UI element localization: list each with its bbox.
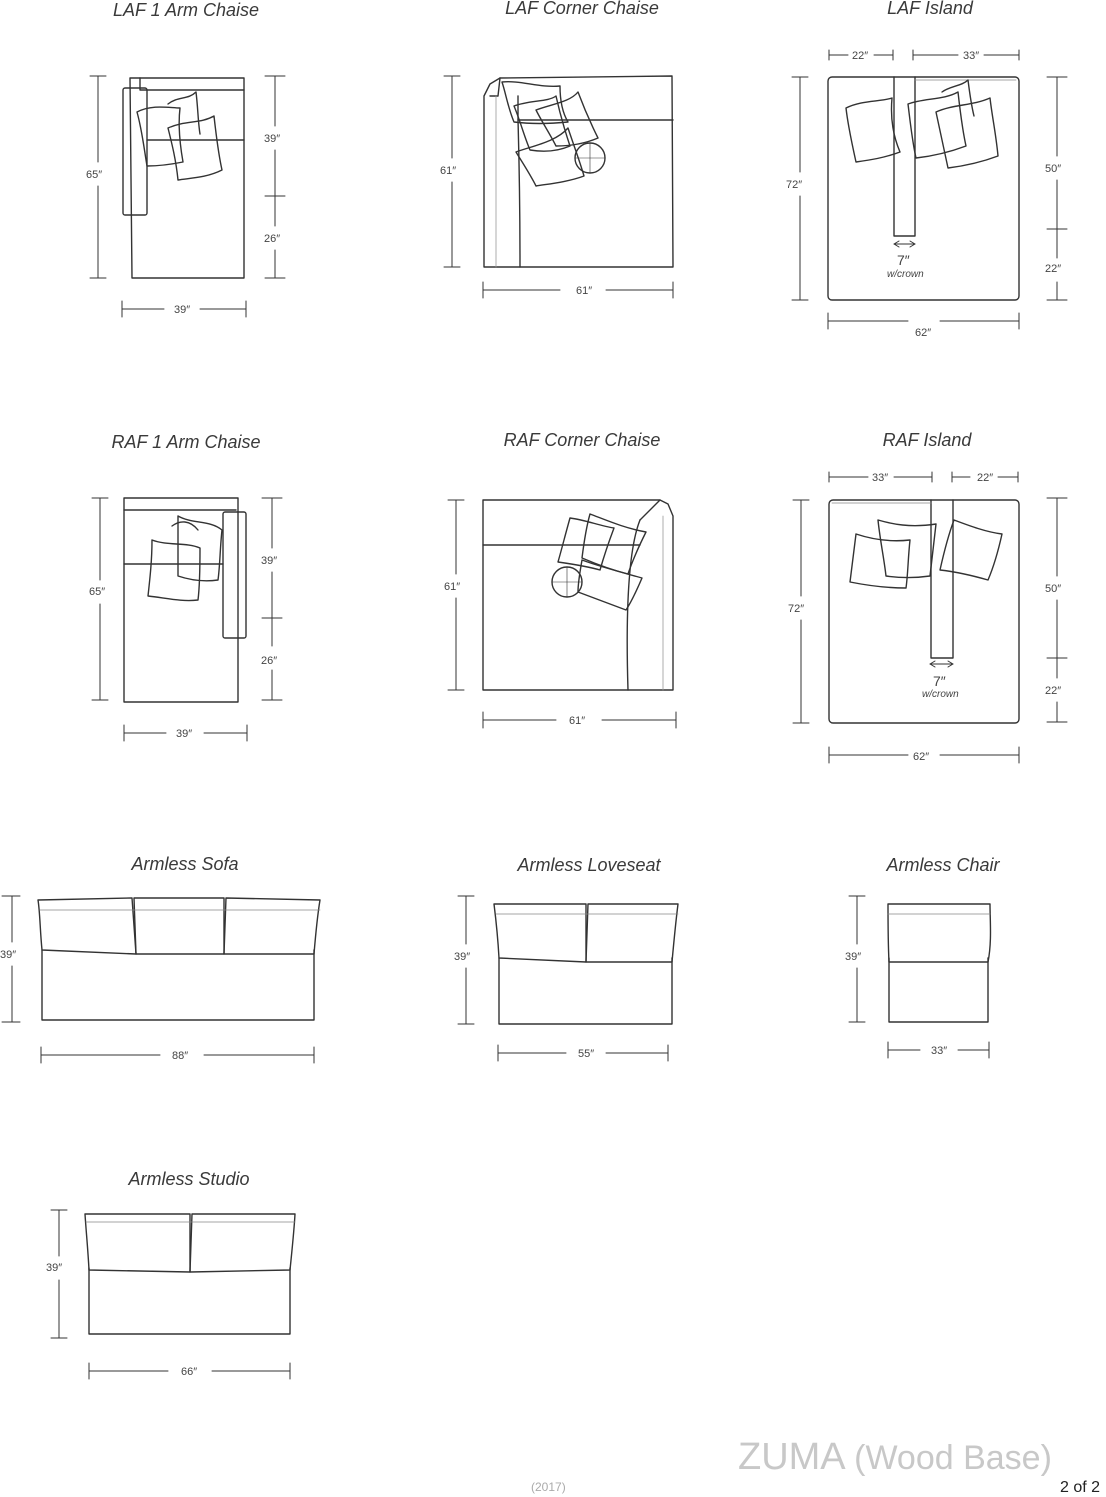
laf-corner-dims bbox=[443, 75, 674, 299]
dim-label: 61″ bbox=[576, 285, 592, 297]
dim-label: 39″ bbox=[46, 1262, 62, 1274]
title-armless-sofa: Armless Sofa bbox=[131, 854, 239, 874]
dim-label: 88″ bbox=[172, 1050, 188, 1062]
brand-subtitle: (Wood Base) bbox=[854, 1439, 1052, 1477]
chair-dims bbox=[848, 895, 990, 1059]
laf-1-arm-chaise-drawing bbox=[122, 77, 245, 279]
raf-chaise-dims bbox=[91, 497, 283, 742]
page-number: 2 of 2 bbox=[1060, 1479, 1101, 1496]
pillow-icon bbox=[849, 519, 1003, 589]
dim-label: 39″ bbox=[264, 133, 280, 145]
pillow-icon bbox=[501, 80, 606, 187]
laf-chaise-dims bbox=[89, 75, 286, 318]
dim-label: 65″ bbox=[86, 169, 102, 181]
dim-label: 39″ bbox=[176, 728, 192, 740]
dim-label: 72″ bbox=[786, 179, 802, 191]
dim-label: 22″ bbox=[977, 472, 993, 484]
title-armless-chair: Armless Chair bbox=[886, 855, 1000, 875]
dim-label: 61″ bbox=[440, 165, 456, 177]
brand-name: ZUMA bbox=[738, 1436, 844, 1478]
dim-note: w/crown bbox=[887, 269, 924, 280]
dim-note: w/crown bbox=[922, 689, 959, 700]
armless-studio-drawing bbox=[84, 1213, 296, 1335]
dim-label: 39″ bbox=[454, 951, 470, 963]
dim-label: 66″ bbox=[181, 1366, 197, 1378]
sofa-dims bbox=[1, 895, 315, 1064]
raf-corner-chaise-drawing bbox=[482, 499, 674, 691]
armless-chair-drawing bbox=[887, 903, 992, 1023]
raf-island-dims bbox=[792, 471, 1068, 764]
dim-label: 65″ bbox=[89, 586, 105, 598]
dim-label: 61″ bbox=[444, 581, 460, 593]
raf-island-drawing bbox=[828, 499, 1020, 724]
raf-corner-dims bbox=[447, 499, 677, 729]
dim-label: 50″ bbox=[1045, 583, 1061, 595]
armless-loveseat-drawing bbox=[493, 903, 679, 1025]
dim-label: 22″ bbox=[852, 50, 868, 62]
laf-island-dims bbox=[791, 49, 1068, 330]
dim-label: 7″ bbox=[897, 252, 910, 268]
dim-label: 39″ bbox=[0, 949, 16, 961]
dim-label: 39″ bbox=[845, 951, 861, 963]
dim-label: 26″ bbox=[264, 233, 280, 245]
title-laf-1-arm-chaise: LAF 1 Arm Chaise bbox=[112, 0, 260, 20]
dim-label: 26″ bbox=[261, 655, 277, 667]
pillow-icon bbox=[136, 91, 223, 181]
pillow-icon bbox=[845, 79, 999, 169]
studio-dims bbox=[50, 1209, 291, 1380]
pillow-icon bbox=[551, 513, 647, 611]
dim-label: 33″ bbox=[931, 1045, 947, 1057]
dim-label: 7″ bbox=[933, 673, 946, 689]
title-laf-island: LAF Island bbox=[887, 0, 973, 18]
raf-1-arm-chaise-drawing bbox=[123, 497, 247, 703]
title-laf-corner-chaise: LAF Corner Chaise bbox=[505, 0, 659, 18]
dim-label: 50″ bbox=[1045, 163, 1061, 175]
year-label: (2017) bbox=[531, 1480, 566, 1494]
pillow-icon bbox=[147, 515, 223, 602]
dim-label: 22″ bbox=[1045, 263, 1061, 275]
title-armless-loveseat: Armless Loveseat bbox=[517, 855, 661, 875]
dim-label: 62″ bbox=[913, 751, 929, 763]
title-raf-island: RAF Island bbox=[882, 430, 972, 450]
dim-label: 22″ bbox=[1045, 685, 1061, 697]
title-armless-studio: Armless Studio bbox=[128, 1169, 250, 1189]
brand-title: ZUMA (Wood Base) bbox=[738, 1436, 1052, 1479]
laf-corner-chaise-drawing bbox=[483, 75, 674, 268]
armless-sofa-drawing bbox=[37, 897, 321, 1021]
title-raf-corner-chaise: RAF Corner Chaise bbox=[503, 430, 661, 450]
dim-label: 62″ bbox=[915, 327, 931, 339]
dim-label: 33″ bbox=[872, 472, 888, 484]
laf-island-drawing bbox=[827, 76, 1020, 301]
dim-label: 33″ bbox=[963, 50, 979, 62]
loveseat-dims bbox=[457, 895, 669, 1062]
dim-label: 72″ bbox=[788, 603, 804, 615]
title-raf-1-arm-chaise: RAF 1 Arm Chaise bbox=[111, 432, 261, 452]
dim-label: 61″ bbox=[569, 715, 585, 727]
dim-label: 39″ bbox=[261, 555, 277, 567]
dim-label: 39″ bbox=[174, 304, 190, 316]
dim-label: 55″ bbox=[578, 1048, 594, 1060]
